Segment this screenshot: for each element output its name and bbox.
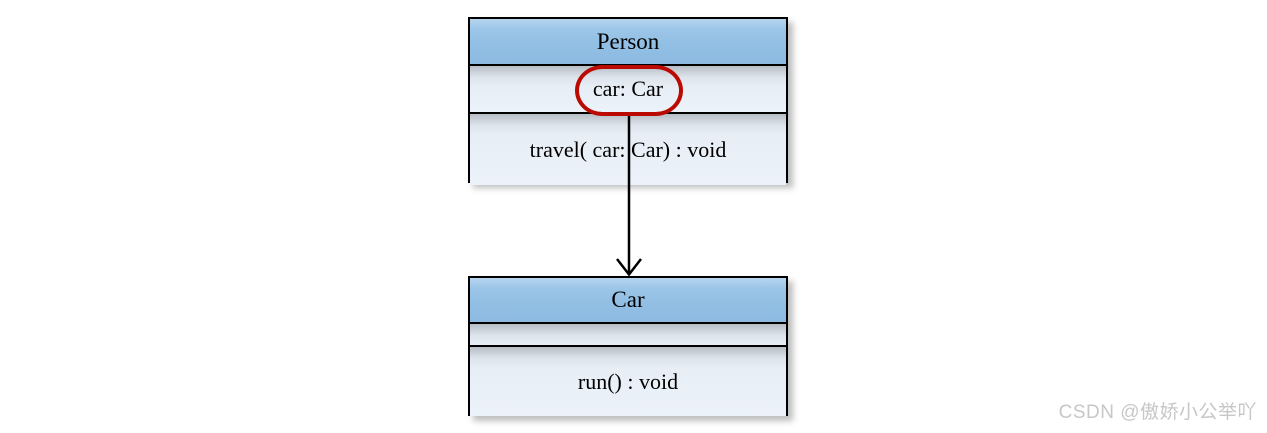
class-method-person-travel: travel( car: Car) : void [470,112,786,185]
class-attributes-car-empty [470,322,786,345]
class-box-car: Car run() : void [468,276,788,416]
open-arrowhead-icon [616,258,642,277]
class-name-person: Person [470,19,786,64]
highlight-ellipse [575,65,683,116]
class-method-car-run: run() : void [470,345,786,416]
class-name-car: Car [470,278,786,322]
watermark-text: CSDN @傲娇小公举吖 [1058,402,1257,423]
